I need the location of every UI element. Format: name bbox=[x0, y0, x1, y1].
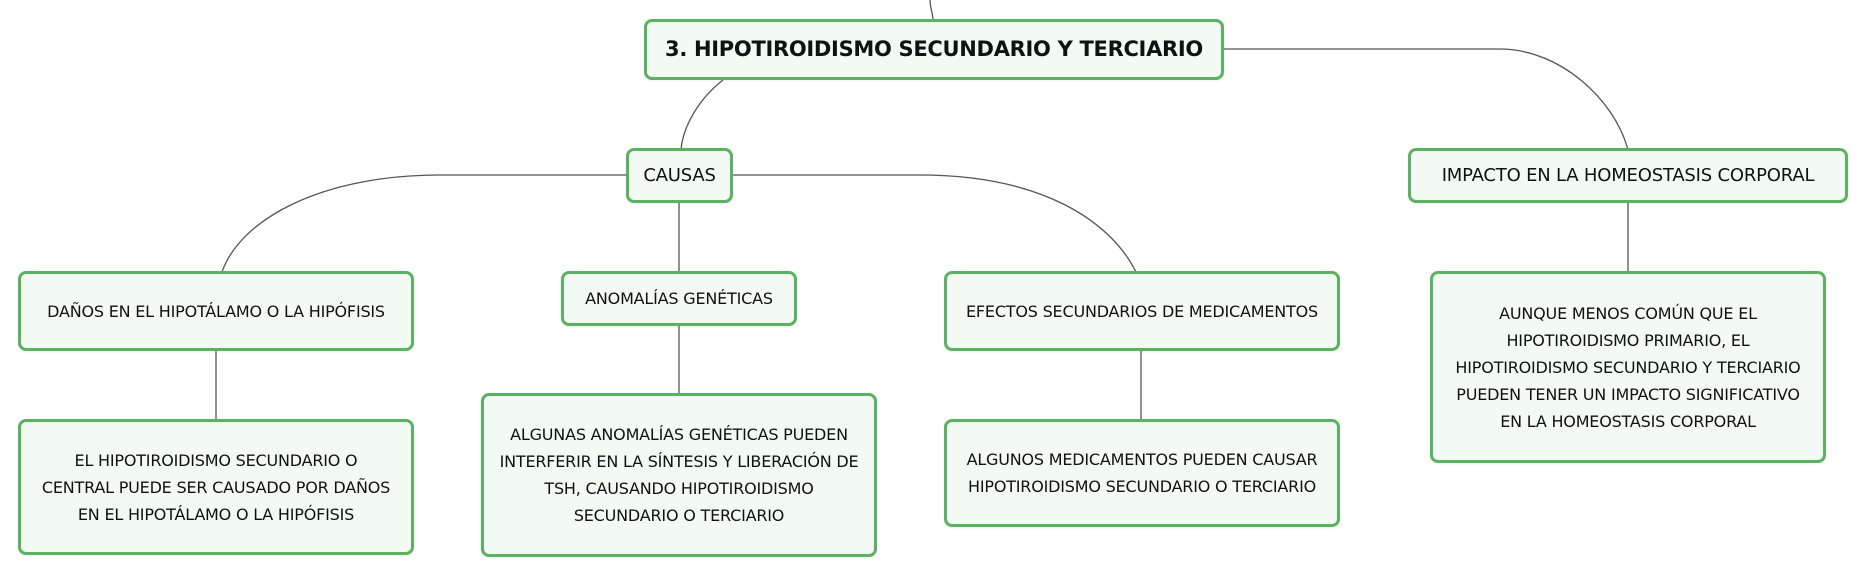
detail-danos[interactable]: EL HIPOTIROIDISMO SECUNDARIO O CENTRAL P… bbox=[18, 419, 414, 555]
topic-causas-label: CAUSAS bbox=[643, 165, 716, 186]
detail-geneticas[interactable]: ALGUNAS ANOMALÍAS GENÉTICAS PUEDEN INTER… bbox=[481, 393, 877, 557]
connector-root-impacto bbox=[1224, 48, 1629, 151]
subtopic-danos[interactable]: DAÑOS EN EL HIPOTÁLAMO O LA HIPÓFISIS bbox=[18, 271, 414, 351]
detail-danos-text: EL HIPOTIROIDISMO SECUNDARIO O CENTRAL P… bbox=[41, 450, 391, 524]
detail-impacto[interactable]: AUNQUE MENOS COMÚN QUE EL HIPOTIROIDISMO… bbox=[1430, 271, 1826, 463]
subtopic-danos-label: DAÑOS EN EL HIPOTÁLAMO O LA HIPÓFISIS bbox=[47, 301, 385, 321]
detail-medicamentos[interactable]: ALGUNOS MEDICAMENTOS PUEDEN CAUSAR HIPOT… bbox=[944, 419, 1340, 527]
root-topic-label: 3. HIPOTIROIDISMO SECUNDARIO Y TERCIARIO bbox=[665, 37, 1203, 61]
subtopic-medicamentos-label: EFECTOS SECUNDARIOS DE MEDICAMENTOS bbox=[966, 301, 1318, 321]
connector-causas-danos bbox=[221, 174, 627, 273]
connector-parent-root bbox=[929, 0, 934, 21]
topic-causas[interactable]: CAUSAS bbox=[626, 148, 733, 203]
detail-impacto-text: AUNQUE MENOS COMÚN QUE EL HIPOTIROIDISMO… bbox=[1455, 303, 1801, 431]
connector-root-causas bbox=[680, 79, 724, 151]
subtopic-medicamentos[interactable]: EFECTOS SECUNDARIOS DE MEDICAMENTOS bbox=[944, 271, 1340, 351]
root-topic[interactable]: 3. HIPOTIROIDISMO SECUNDARIO Y TERCIARIO bbox=[644, 19, 1224, 80]
connector-causas-medicamentos bbox=[732, 174, 1137, 273]
topic-impacto[interactable]: IMPACTO EN LA HOMEOSTASIS CORPORAL bbox=[1408, 148, 1848, 203]
subtopic-geneticas-label: ANOMALÍAS GENÉTICAS bbox=[585, 289, 773, 308]
detail-geneticas-text: ALGUNAS ANOMALÍAS GENÉTICAS PUEDEN INTER… bbox=[499, 425, 859, 525]
subtopic-geneticas[interactable]: ANOMALÍAS GENÉTICAS bbox=[561, 271, 797, 326]
topic-impacto-label: IMPACTO EN LA HOMEOSTASIS CORPORAL bbox=[1441, 165, 1815, 186]
detail-medicamentos-text: ALGUNOS MEDICAMENTOS PUEDEN CAUSAR HIPOT… bbox=[966, 450, 1318, 496]
